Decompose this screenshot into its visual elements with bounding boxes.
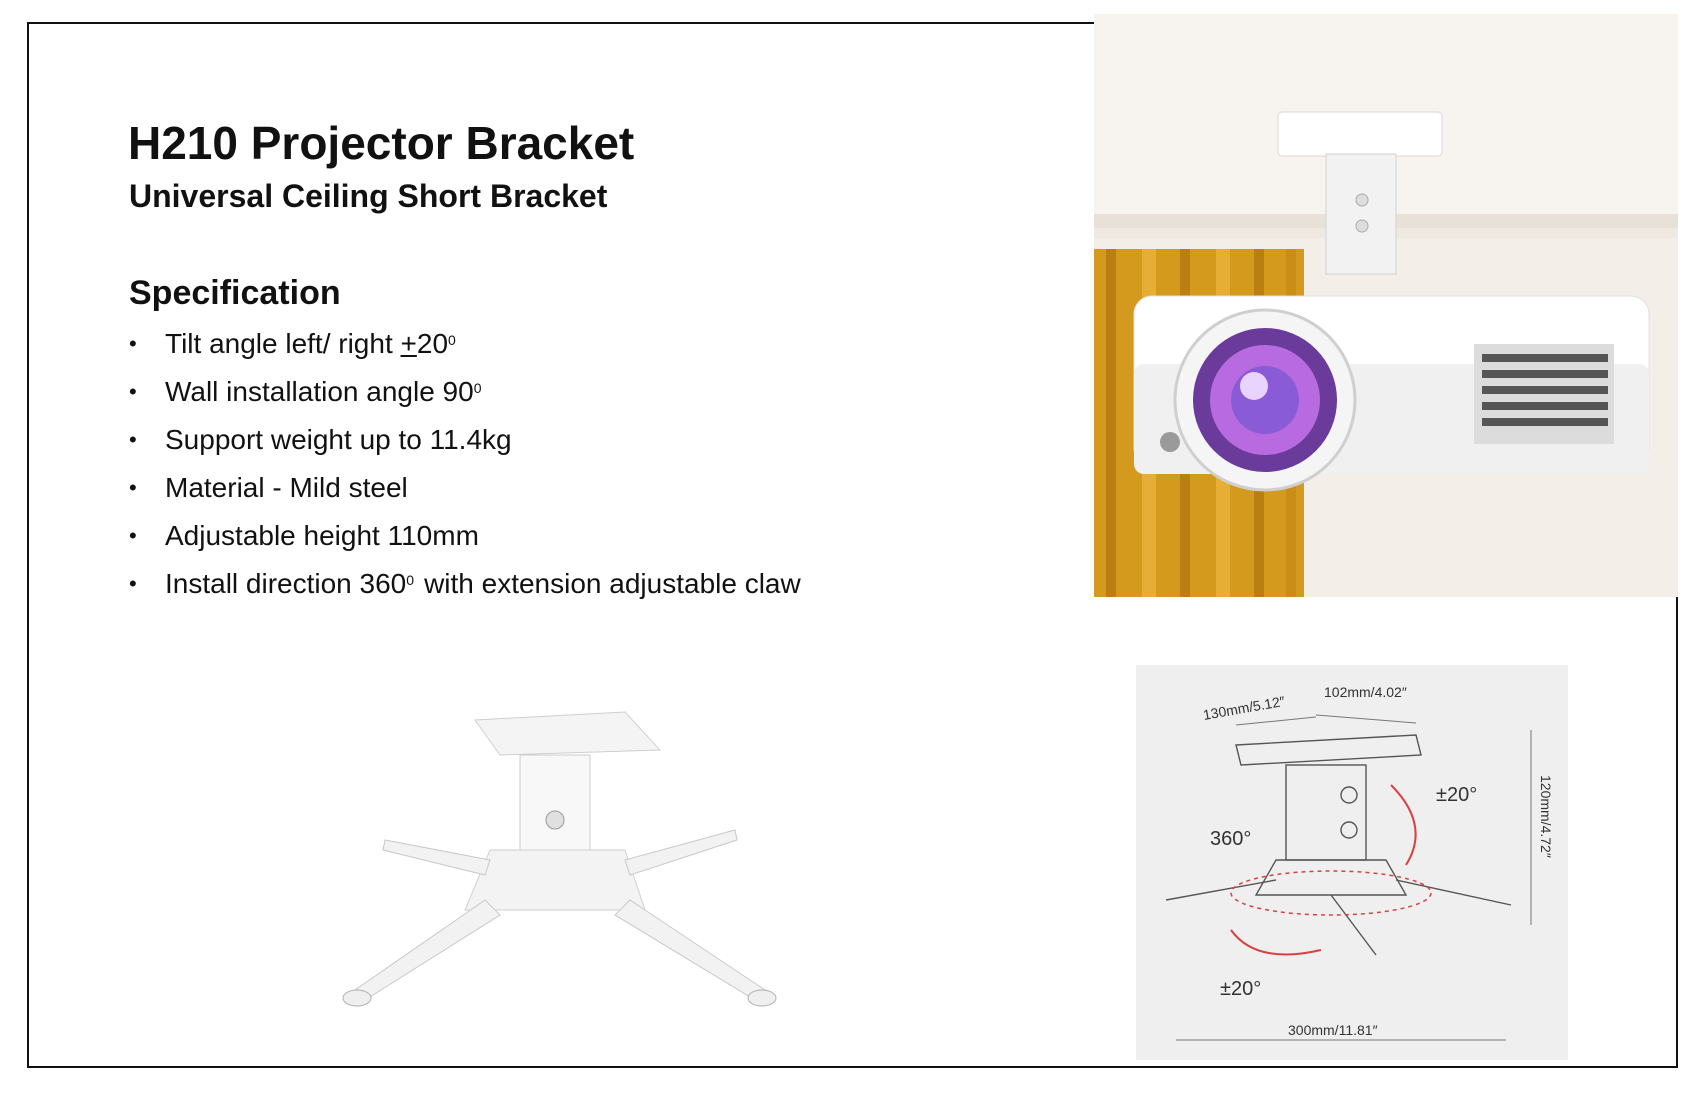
spec-item-height: • Adjustable height 110mm [129,512,801,560]
bullet-icon: • [129,571,137,596]
plus-minus-mark: + [400,328,417,359]
spec-item-text: Wall installation angle 90 [165,376,474,407]
spec-list: •Tilt angle left/ right +200 •Wall insta… [129,320,801,608]
degree-sup: 0 [448,332,456,348]
projector-photo-illustration [1094,14,1678,597]
spec-item-wall-angle: • Wall installation angle 900 [129,368,801,416]
page-title: H210 Projector Bracket [128,117,635,169]
page-subtitle: Universal Ceiling Short Bracket [129,178,608,214]
bullet-icon: • [129,331,137,356]
dim-rotation: 360° [1210,828,1251,850]
degree-sup: 0 [406,572,415,588]
bracket-product-illustration [342,711,777,1007]
spec-item-text: Support weight up to 11.4kg [165,424,512,455]
dim-tilt-bottom: ±20° [1220,978,1261,1000]
spec-item-direction: • Install direction 3600 with extension ad… [129,560,801,608]
dim-width-top-right: 102mm/4.02″ [1324,684,1407,700]
spec-item-text: Install direction 360 [165,568,407,599]
dim-height: 120mm/4.72″ [1538,775,1554,858]
projector-ceiling-photo [1094,14,1678,597]
dim-arm-span: 300mm/11.81″ [1288,1022,1378,1038]
dimension-diagram: 130mm/5.12″ 102mm/4.02″ ±20° 360° ±20° 1… [1136,665,1568,1060]
spec-item-tilt: • Tilt angle left/ right +200 [129,320,801,368]
spec-heading: Specification [129,274,341,312]
spec-item-value: 20 [416,328,449,359]
bullet-icon: • [129,379,137,404]
bullet-icon: • [129,427,137,452]
spec-item-material: • Material - Mild steel [129,464,801,512]
degree-sup: 0 [473,380,482,396]
spec-item-text-tail: with extension adjustable claw [424,568,801,599]
spec-item-text: Material - Mild steel [165,472,408,503]
spec-item-text: Adjustable height 110mm [165,520,479,551]
dimension-diagram-svg: 130mm/5.12″ 102mm/4.02″ ±20° 360° ±20° 1… [1136,665,1568,1060]
bullet-icon: • [129,523,137,548]
bullet-icon: • [129,475,137,500]
dim-tilt-right: ±20° [1436,784,1477,806]
spec-item-weight: • Support weight up to 11.4kg [129,416,801,464]
spec-item-text: Tilt angle left/ right [165,328,401,359]
